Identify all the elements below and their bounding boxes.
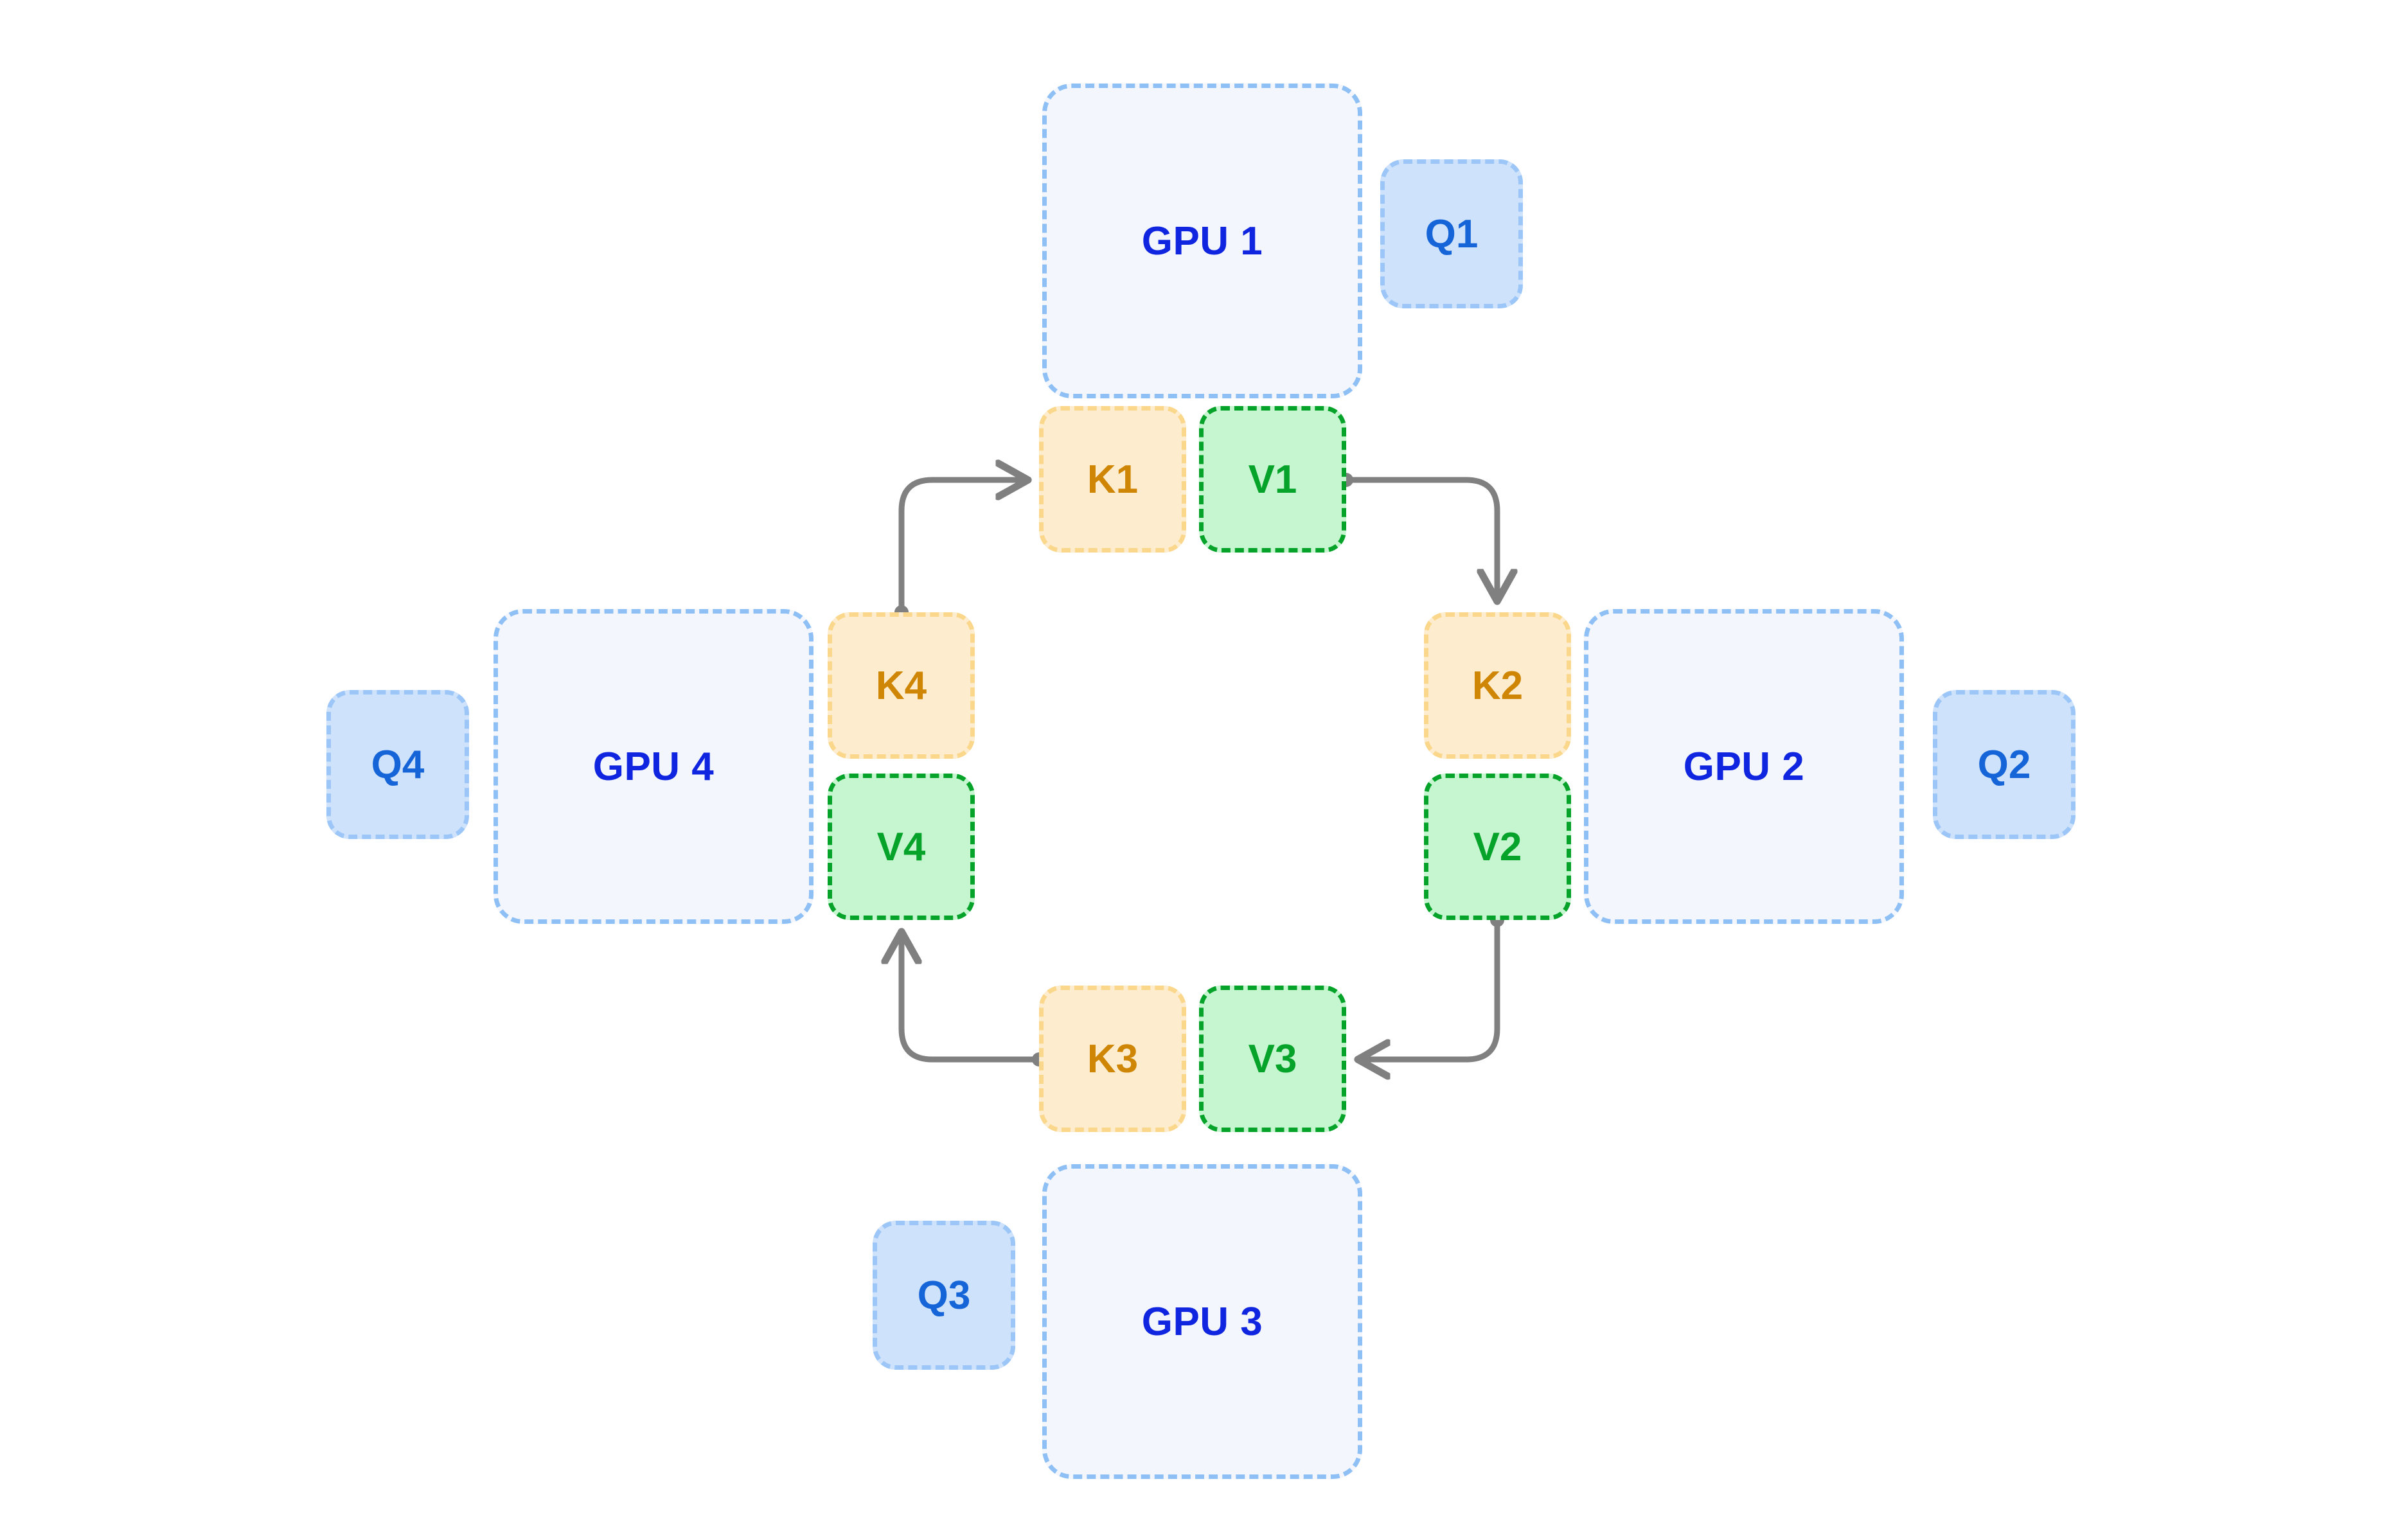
key-label-k1: K1 (1087, 457, 1139, 502)
value-block-v3[interactable]: V3 (1199, 986, 1346, 1132)
query-label-q4: Q4 (371, 742, 425, 787)
key-label-k4: K4 (875, 663, 927, 708)
value-label-v1: V1 (1248, 457, 1297, 502)
key-label-k3: K3 (1087, 1036, 1139, 1081)
value-block-v4[interactable]: V4 (828, 774, 975, 920)
query-label-q2: Q2 (1977, 742, 2031, 787)
key-block-k4[interactable]: K4 (828, 612, 975, 759)
edge-v1-to-k2 (1343, 477, 1497, 601)
query-block-q1[interactable]: Q1 (1380, 159, 1523, 308)
edge-k3-to-v4 (902, 932, 1042, 1063)
query-label-q1: Q1 (1425, 211, 1479, 256)
gpu-container-4[interactable]: GPU 4 (493, 609, 813, 924)
gpu-label-1: GPU 1 (1141, 218, 1263, 263)
query-label-q3: Q3 (917, 1273, 971, 1318)
key-block-k1[interactable]: K1 (1039, 406, 1186, 553)
value-block-v1[interactable]: V1 (1199, 406, 1346, 553)
value-label-v2: V2 (1473, 824, 1522, 869)
gpu-label-2: GPU 2 (1683, 744, 1805, 789)
query-block-q4[interactable]: Q4 (326, 690, 469, 839)
query-block-q2[interactable]: Q2 (1933, 690, 2075, 839)
edge-k4-to-k1 (898, 480, 1028, 615)
query-block-q3[interactable]: Q3 (873, 1221, 1015, 1370)
value-label-v4: V4 (876, 824, 926, 869)
value-label-v3: V3 (1248, 1036, 1297, 1081)
key-block-k2[interactable]: K2 (1424, 612, 1571, 759)
key-label-k2: K2 (1471, 663, 1524, 708)
key-block-k3[interactable]: K3 (1039, 986, 1186, 1132)
gpu-container-1[interactable]: GPU 1 (1042, 84, 1362, 398)
gpu-container-2[interactable]: GPU 2 (1584, 609, 1904, 924)
gpu-label-3: GPU 3 (1141, 1299, 1263, 1344)
edge-v2-to-v3 (1358, 917, 1500, 1059)
gpu-label-4: GPU 4 (592, 744, 715, 789)
gpu-container-3[interactable]: GPU 3 (1042, 1164, 1362, 1479)
value-block-v2[interactable]: V2 (1424, 774, 1571, 920)
